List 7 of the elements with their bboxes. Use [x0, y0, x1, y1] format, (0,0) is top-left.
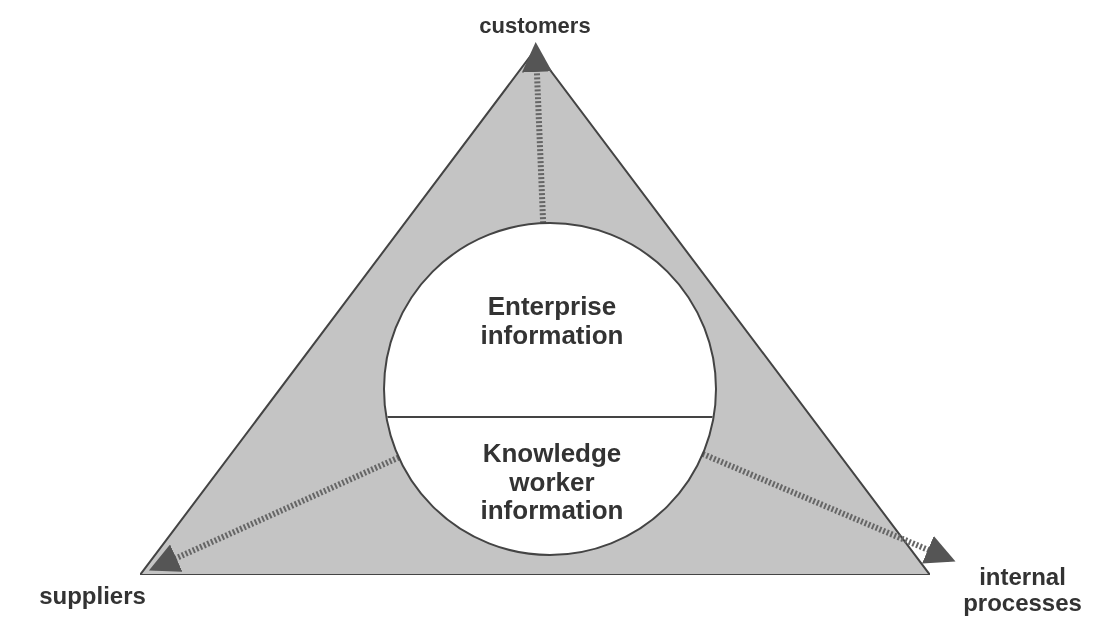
- text-label: internal processes: [950, 548, 1095, 632]
- text-label: Enterprise information: [385, 224, 715, 417]
- arrow: [148, 454, 400, 572]
- text-label: customers: [460, 4, 610, 48]
- text-label: suppliers: [30, 568, 155, 624]
- arrow: [521, 42, 552, 224]
- text-label: Knowledge worker information: [385, 417, 715, 554]
